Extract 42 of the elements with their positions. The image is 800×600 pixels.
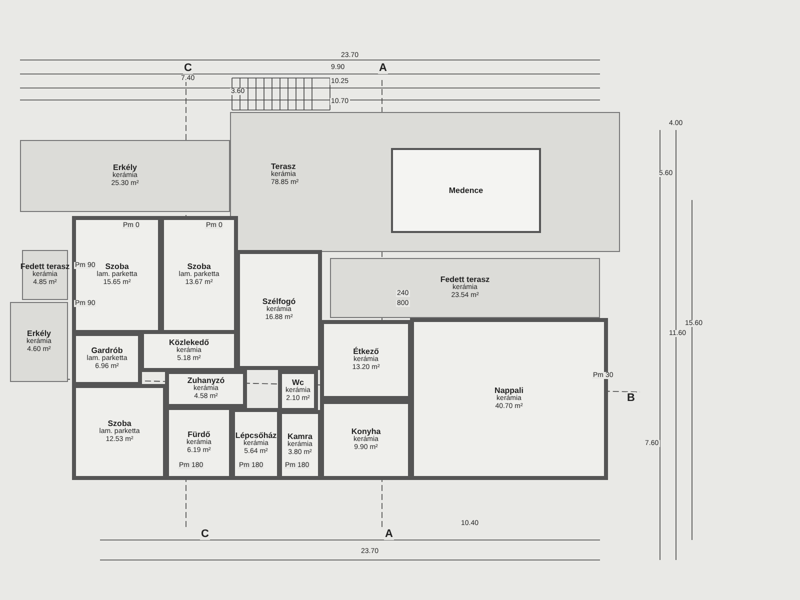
- terrace-area: [22, 250, 68, 300]
- room-area: [278, 410, 322, 480]
- room-name: Medence: [448, 186, 484, 194]
- room-name: Szélfogó: [262, 298, 296, 306]
- room-area: [320, 400, 412, 480]
- terrace-area: [330, 258, 600, 318]
- room-area: [278, 370, 318, 412]
- room-name: Erkély: [26, 330, 52, 338]
- room-area: [72, 332, 142, 386]
- room-name: Kamra: [288, 433, 312, 441]
- room-name: Nappali: [494, 387, 524, 395]
- room-name: Fürdő: [188, 431, 210, 439]
- room-name: Terasz: [271, 163, 296, 171]
- room-area: [72, 384, 167, 480]
- room-name: Szoba: [105, 263, 129, 271]
- room-name: Zuhanyzó: [187, 377, 225, 385]
- room-name: Fedett terasz: [440, 276, 490, 284]
- balcony-area: [20, 140, 230, 212]
- pool: [391, 148, 541, 233]
- room-name: Gardrób: [91, 347, 123, 355]
- room-area: [231, 408, 281, 480]
- room-name: Közlekedő: [168, 339, 209, 347]
- room-area: [236, 250, 322, 370]
- section-marker: A: [384, 528, 394, 540]
- section-marker: C: [200, 528, 210, 540]
- room-area: [72, 216, 162, 334]
- section-marker: C: [183, 62, 193, 74]
- room-area: [320, 320, 412, 400]
- room-name: Erkély: [112, 164, 138, 172]
- room-name: Konyha: [351, 428, 381, 436]
- room-name: Szoba: [187, 263, 211, 271]
- balcony-area: [10, 302, 68, 382]
- section-marker: B: [626, 392, 636, 404]
- room-name: Szoba: [108, 420, 132, 428]
- room-area: [165, 406, 233, 480]
- room-name: Lépcsőház: [235, 432, 277, 440]
- terrace-area: [230, 112, 620, 252]
- room-name: Wc: [292, 379, 304, 387]
- room-name: Fedett terasz: [20, 263, 70, 271]
- room-name: Étkező: [353, 348, 379, 356]
- section-marker: A: [378, 62, 388, 74]
- room-area: [165, 370, 247, 408]
